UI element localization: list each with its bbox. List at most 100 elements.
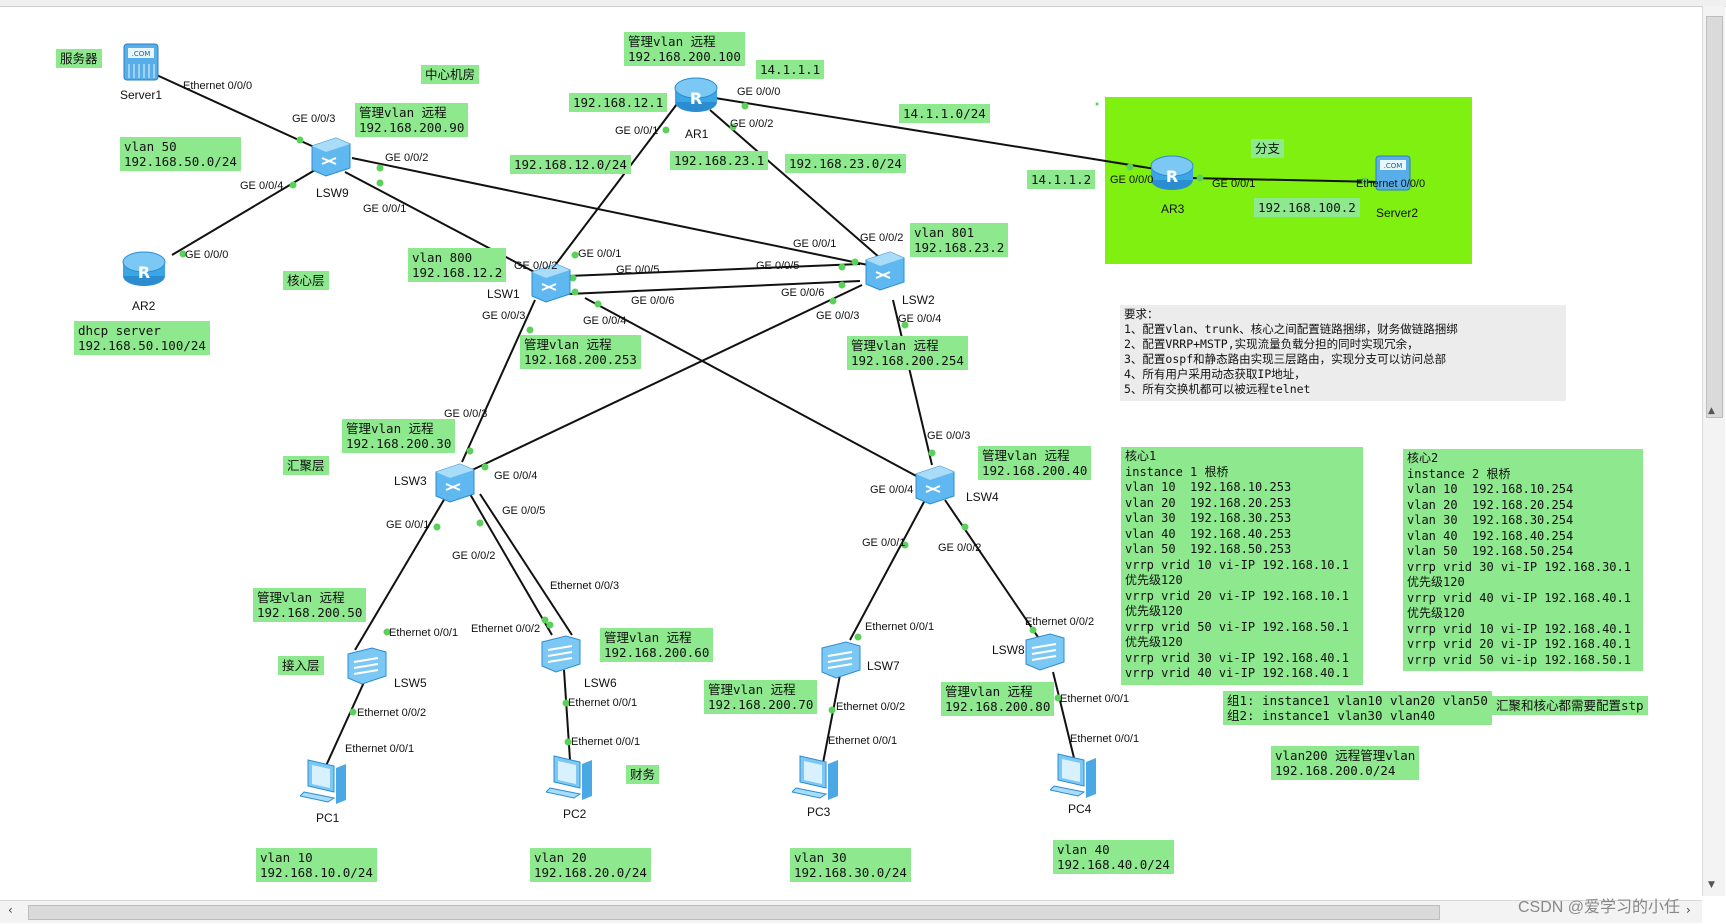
port-label: GE 0/0/2 <box>452 550 496 562</box>
l3-switch-icon[interactable] <box>306 134 354 178</box>
device-name-lsw4: LSW4 <box>966 490 999 504</box>
port-label: GE 0/0/0 <box>737 86 781 98</box>
port-label: GE 0/0/1 <box>386 519 430 531</box>
port-label: GE 0/0/1 <box>1212 178 1256 190</box>
l3-switch-icon[interactable] <box>430 460 478 504</box>
scroll-left-icon[interactable]: ‹ <box>8 903 13 917</box>
core1-config: 核心1 instance 1 根桥 vlan 10 192.168.10.253… <box>1121 447 1363 685</box>
zone-label-finance: 财务 <box>626 765 660 784</box>
server-icon[interactable]: .COM <box>120 38 164 84</box>
core2-config: 核心2 instance 2 根桥 vlan 10 192.168.10.254… <box>1403 449 1643 671</box>
svg-text:.COM: .COM <box>132 50 151 58</box>
device-name-lsw1: LSW1 <box>487 287 520 301</box>
link-lsw3-lsw6-a <box>469 493 553 636</box>
svg-text:R: R <box>138 263 150 282</box>
switch-icon[interactable] <box>344 644 390 688</box>
port-label: GE 0/0/2 <box>938 542 982 554</box>
port-label: Ethernet 0/0/1 <box>568 697 638 709</box>
vlan50-label: vlan 50 192.168.50.0/24 <box>120 137 241 171</box>
l3-switch-icon[interactable] <box>526 260 574 304</box>
server-icon[interactable]: .COM <box>1372 154 1416 194</box>
router-icon[interactable]: R <box>1148 150 1196 194</box>
port-label: GE 0/0/3 <box>816 310 860 322</box>
link-lsw4-lsw7 <box>849 499 926 641</box>
port-label: GE 0/0/1 <box>793 238 837 250</box>
link-lsw1-lsw2-a <box>567 263 861 277</box>
vlan40-label: vlan 40 192.168.40.0/24 <box>1053 840 1174 874</box>
link-lsw7-pc3 <box>822 674 841 764</box>
port-label: GE 0/0/3 <box>292 113 336 125</box>
device-name-lsw2: LSW2 <box>902 293 935 307</box>
mgmt-label-lsw3: 管理vlan 远程 192.168.200.30 <box>342 419 456 453</box>
device-name-lsw8: LSW8 <box>992 643 1025 657</box>
link-server1-lsw9 <box>149 71 326 153</box>
link-ar1-lsw2 <box>709 109 881 259</box>
svg-text:.COM: .COM <box>1384 162 1403 170</box>
vlan200-label: vlan200 远程管理vlan 192.168.200.0/24 <box>1271 746 1420 780</box>
link-ar1-ar3 <box>714 97 1181 174</box>
scroll-up-icon[interactable]: ▲ <box>1708 406 1715 416</box>
link-lsw3-lsw5 <box>354 497 446 651</box>
svg-text:R: R <box>690 89 702 108</box>
ip-label: 14.1.1.1 <box>756 60 825 79</box>
port-label: Ethernet 0/0/2 <box>471 623 541 635</box>
zone-label-core-layer: 核心层 <box>283 271 329 290</box>
vlan800-label: vlan 800 192.168.12.2 <box>408 248 507 282</box>
router-icon[interactable]: R <box>120 246 168 290</box>
link-lsw8-pc4 <box>1052 671 1076 763</box>
switch-icon[interactable] <box>538 632 584 676</box>
device-name-pc3: PC3 <box>807 805 831 819</box>
scroll-right-icon[interactable]: › <box>1686 903 1691 917</box>
link-ar3-server2 <box>1189 177 1381 183</box>
vertical-scrollbar-thumb[interactable] <box>1706 16 1723 418</box>
router-icon[interactable]: R <box>672 72 720 116</box>
pc-icon[interactable] <box>792 752 840 802</box>
vlan30-label: vlan 30 192.168.30.0/24 <box>790 848 911 882</box>
watermark: CSDN @爱学习的小任 <box>1518 899 1681 916</box>
port-label: GE 0/0/6 <box>781 287 825 299</box>
svg-text:R: R <box>1166 167 1178 186</box>
port-label: Ethernet 0/0/1 <box>345 743 415 755</box>
port-label: GE 0/0/4 <box>494 470 538 482</box>
horizontal-scrollbar-thumb[interactable] <box>28 905 1440 920</box>
switch-icon[interactable] <box>818 638 864 682</box>
switch-icon[interactable] <box>1022 630 1068 674</box>
port-label: Ethernet 0/0/2 <box>1025 616 1095 628</box>
horizontal-scrollbar[interactable]: ‹ › <box>0 900 1702 923</box>
vertical-scrollbar[interactable]: ▲ ▼ <box>1702 6 1725 896</box>
l3-switch-icon[interactable] <box>860 248 908 292</box>
mgmt-label-lsw7: 管理vlan 远程 192.168.200.70 <box>704 680 818 714</box>
device-name-pc2: PC2 <box>563 807 587 821</box>
port-label: GE 0/0/4 <box>870 484 914 496</box>
pc-icon[interactable] <box>300 756 348 806</box>
zone-label-aggregation: 汇聚层 <box>283 456 329 475</box>
pc-icon[interactable] <box>1050 750 1098 800</box>
port-label: Ethernet 0/0/1 <box>828 735 898 747</box>
mgmt-label-lsw4: 管理vlan 远程 192.168.200.40 <box>978 446 1092 480</box>
subnet-label: 14.1.1.0/24 <box>899 104 990 123</box>
l3-switch-icon[interactable] <box>910 462 958 506</box>
mgmt-label-lsw1: 管理vlan 远程 192.168.200.253 <box>520 335 641 369</box>
scroll-down-icon[interactable]: ▼ <box>1708 880 1715 890</box>
port-label: GE 0/0/4 <box>898 313 942 325</box>
device-name-ar3: AR3 <box>1161 202 1185 216</box>
port-label: Ethernet 0/0/1 <box>865 621 935 633</box>
port-label: GE 0/0/1 <box>578 248 622 260</box>
port-label: GE 0/0/6 <box>631 295 675 307</box>
device-name-pc4: PC4 <box>1068 802 1092 816</box>
vlan801-label: vlan 801 192.168.23.2 <box>910 223 1009 257</box>
mstp-groups: 组1: instance1 vlan10 vlan20 vlan50 组2: i… <box>1223 691 1492 725</box>
window-frame-top <box>0 0 1726 7</box>
device-name-ar1: AR1 <box>685 127 709 141</box>
mgmt-label-lsw6: 管理vlan 远程 192.168.200.60 <box>600 628 714 662</box>
link-lsw3-lsw6-b <box>479 493 573 636</box>
vlan10-label: vlan 10 192.168.10.0/24 <box>256 848 377 882</box>
pc-icon[interactable] <box>546 752 594 802</box>
port-label: Ethernet 0/0/1 <box>1070 733 1140 745</box>
requirements-note: 要求： 1、配置vlan、trunk、核心之间配置链路捆绑，财务做链路捆绑 2、… <box>1120 305 1566 401</box>
device-name-ar2: AR2 <box>132 299 156 313</box>
port-label: GE 0/0/3 <box>482 310 526 322</box>
port-label: GE 0/0/0 <box>185 249 229 261</box>
